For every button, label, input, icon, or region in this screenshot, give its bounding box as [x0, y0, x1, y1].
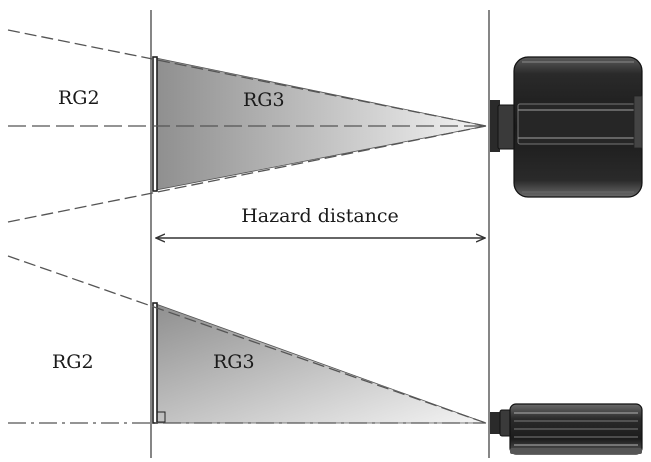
top-rg2-label: RG2	[58, 87, 100, 109]
top-projector-icon	[490, 56, 643, 198]
bottom-screen	[152, 302, 158, 424]
top-rg3-label: RG3	[243, 89, 285, 111]
hazard-distance-label: Hazard distance	[241, 205, 399, 227]
top-rg3-cone	[155, 57, 487, 191]
top-lower-dashed-line	[7, 125, 487, 223]
top-upper-dashed-line	[7, 29, 487, 127]
bottom-rg2-label: RG2	[52, 351, 94, 373]
bottom-screen-corner	[156, 411, 166, 423]
top-screen	[152, 56, 158, 192]
bottom-rg3-label: RG3	[213, 351, 255, 373]
bottom-projector-icon	[490, 403, 643, 455]
